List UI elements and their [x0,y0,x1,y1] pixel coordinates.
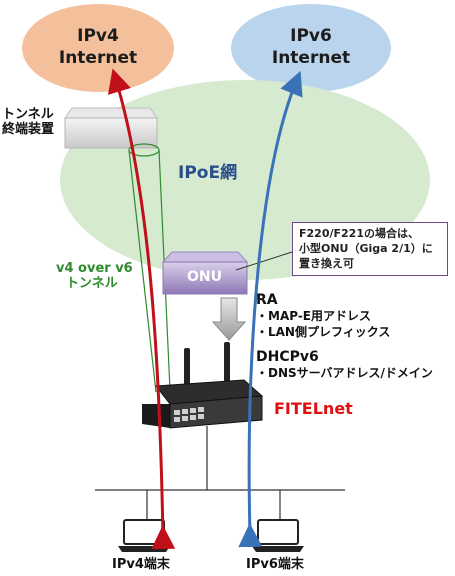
down-arrow-icon [211,297,247,341]
lan-wiring [95,426,345,520]
ipv4-terminal-label: IPv4端末 [112,557,170,572]
ipv4-internet-label: IPv4 Internet [58,26,138,68]
onu-replacement-callout: F220/F221の場合は、 小型ONU（Giga 2/1）に 置き換え可 [292,222,448,276]
onu-label: ONU [187,269,222,285]
ipoe-network-label: IPoE網 [178,163,238,183]
tunnel-label: v4 over v6 トンネル [56,261,133,291]
laptop-icon [252,519,304,552]
fitelnet-brand-label: FITELnet [274,399,353,418]
ra-item: ・MAP-E用アドレス [256,309,371,323]
ipv6-path-arrow [238,70,303,548]
router-antennas [184,342,230,386]
tunnel-terminal-label: トンネル 終端装置 [2,107,55,137]
dhcpv6-title: DHCPv6 [256,349,319,365]
ipv6-terminal-label: IPv6端末 [246,557,304,572]
ipv6-internet-label: IPv6 Internet [271,26,351,68]
ipv6-internet-cloud [231,4,391,92]
ipv4-path-arrow [107,68,176,550]
tunnel-terminal-device [64,107,158,149]
ra-item: ・LAN側プレフィックス [256,325,391,339]
ra-title: RA [256,292,278,308]
dhcpv6-item: ・DNSサーバアドレス/ドメイン [256,366,433,380]
